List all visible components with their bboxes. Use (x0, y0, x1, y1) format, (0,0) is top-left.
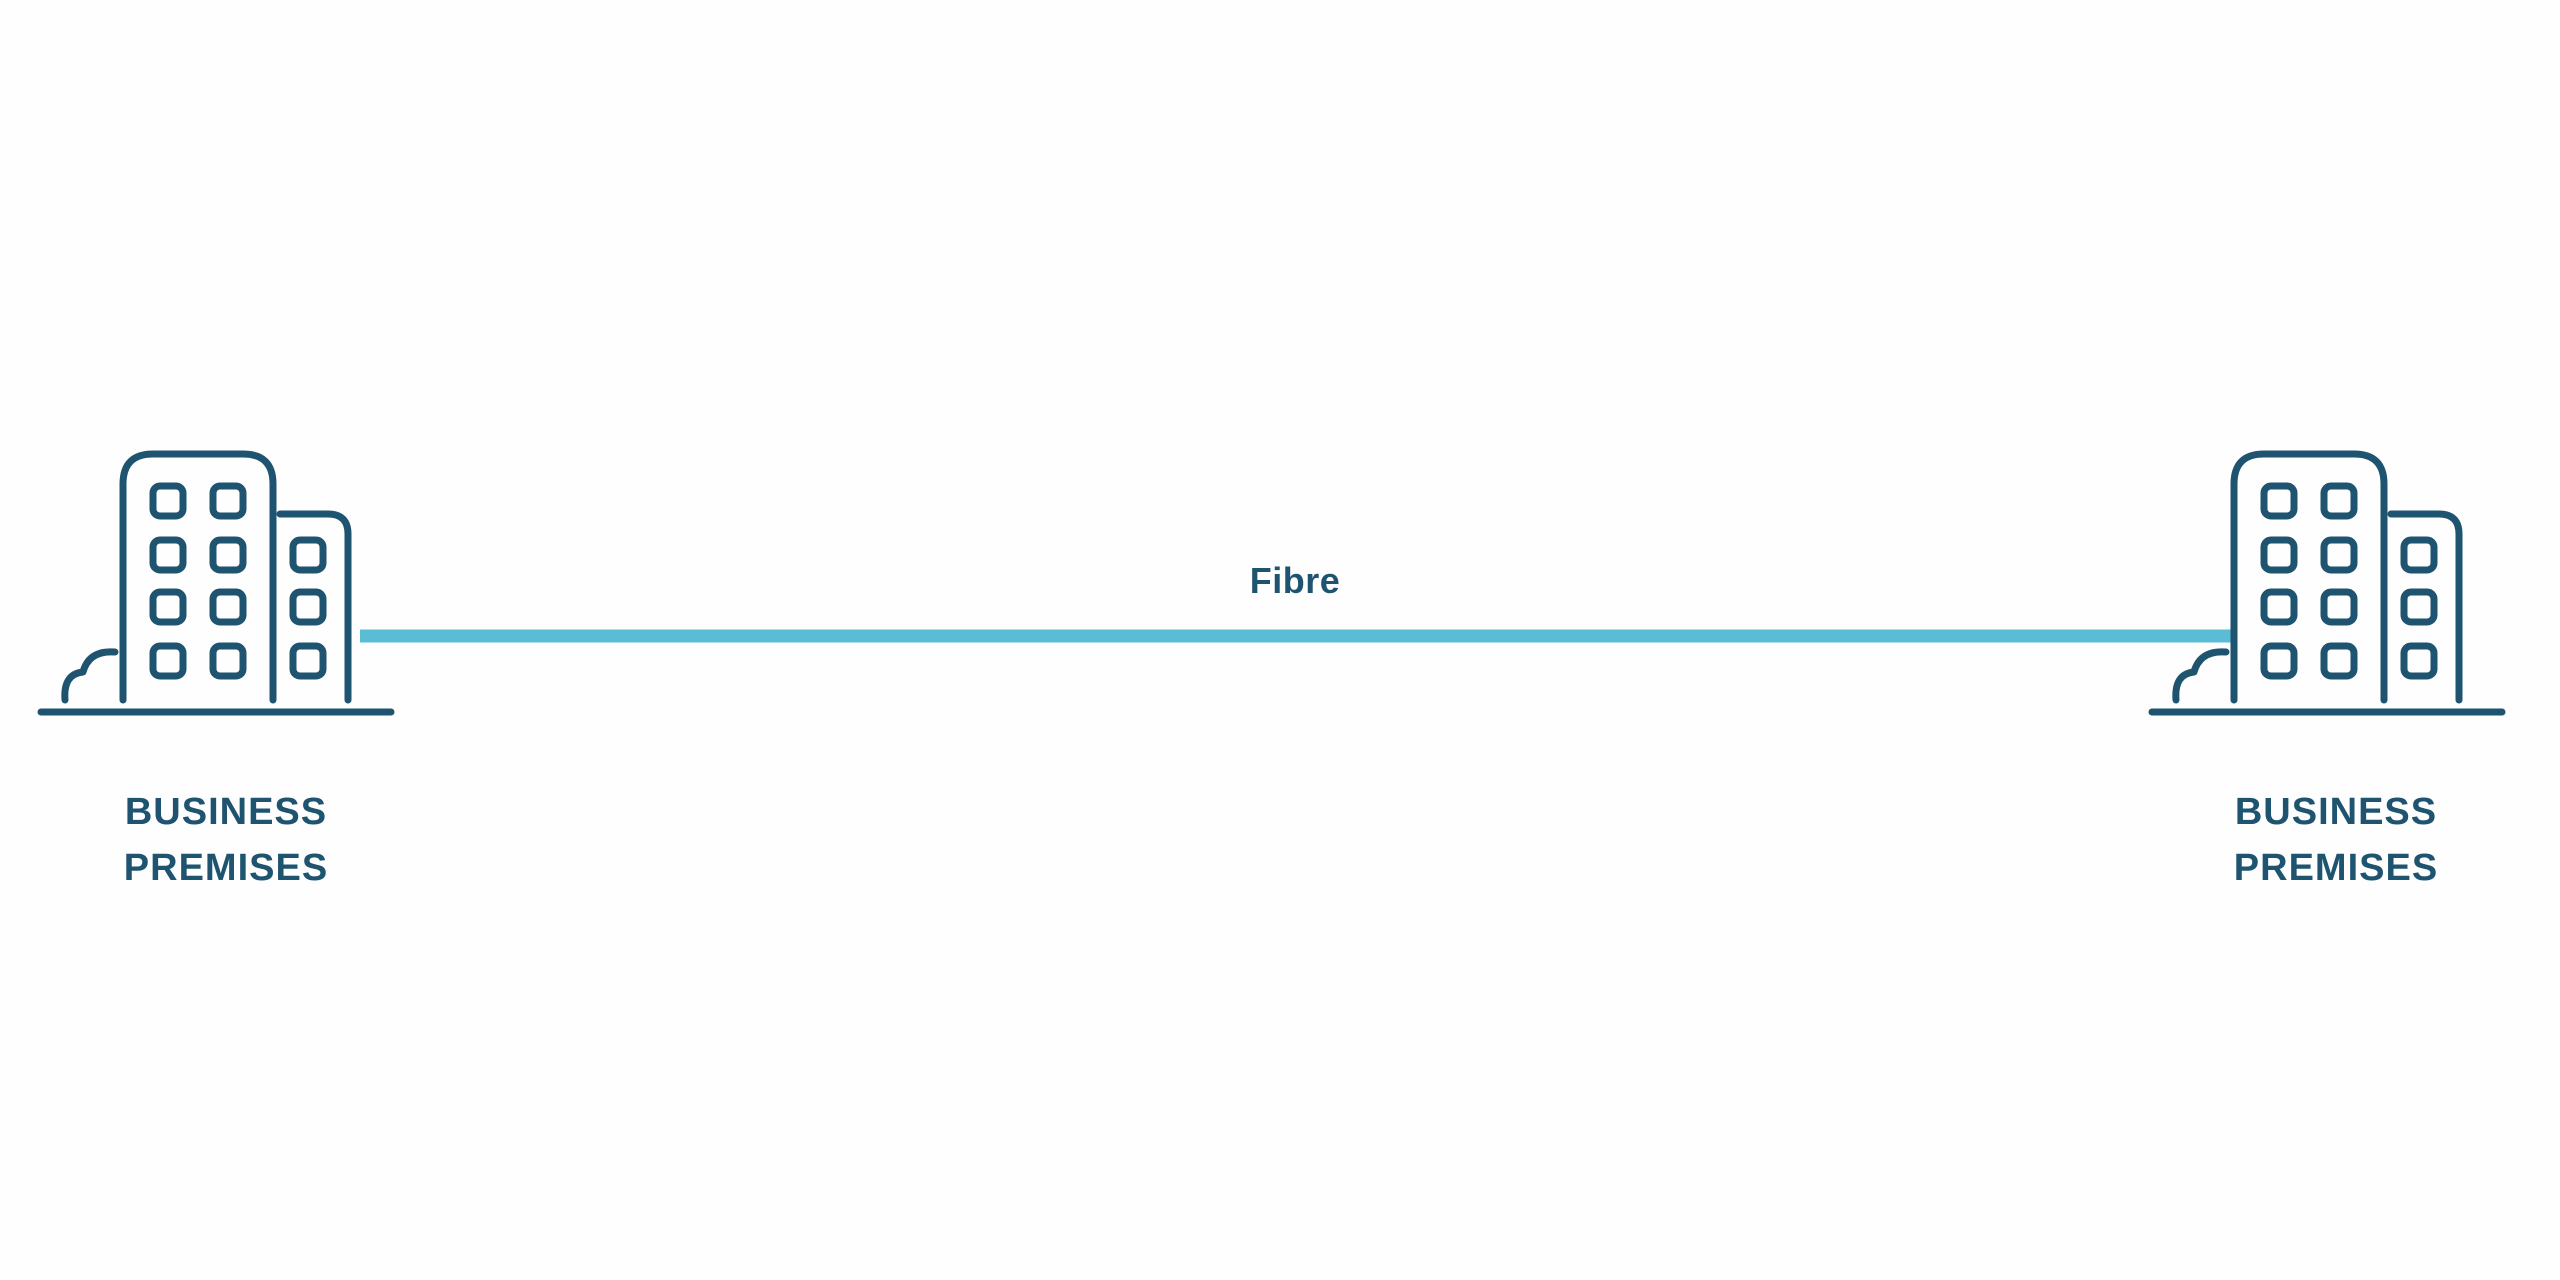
office-building-icon (2152, 454, 2502, 712)
business-premises-label-left: BUSINESS PREMISES (66, 784, 386, 896)
label-line-2: PREMISES (123, 847, 329, 889)
fibre-label: Fibre (1249, 560, 1341, 601)
business-premises-label-right: BUSINESS PREMISES (2176, 784, 2496, 896)
label-line-1: BUSINESS (2234, 791, 2438, 833)
office-building-icon (41, 454, 391, 712)
label-line-1: BUSINESS (124, 791, 328, 833)
label-line-2: PREMISES (2233, 847, 2439, 889)
